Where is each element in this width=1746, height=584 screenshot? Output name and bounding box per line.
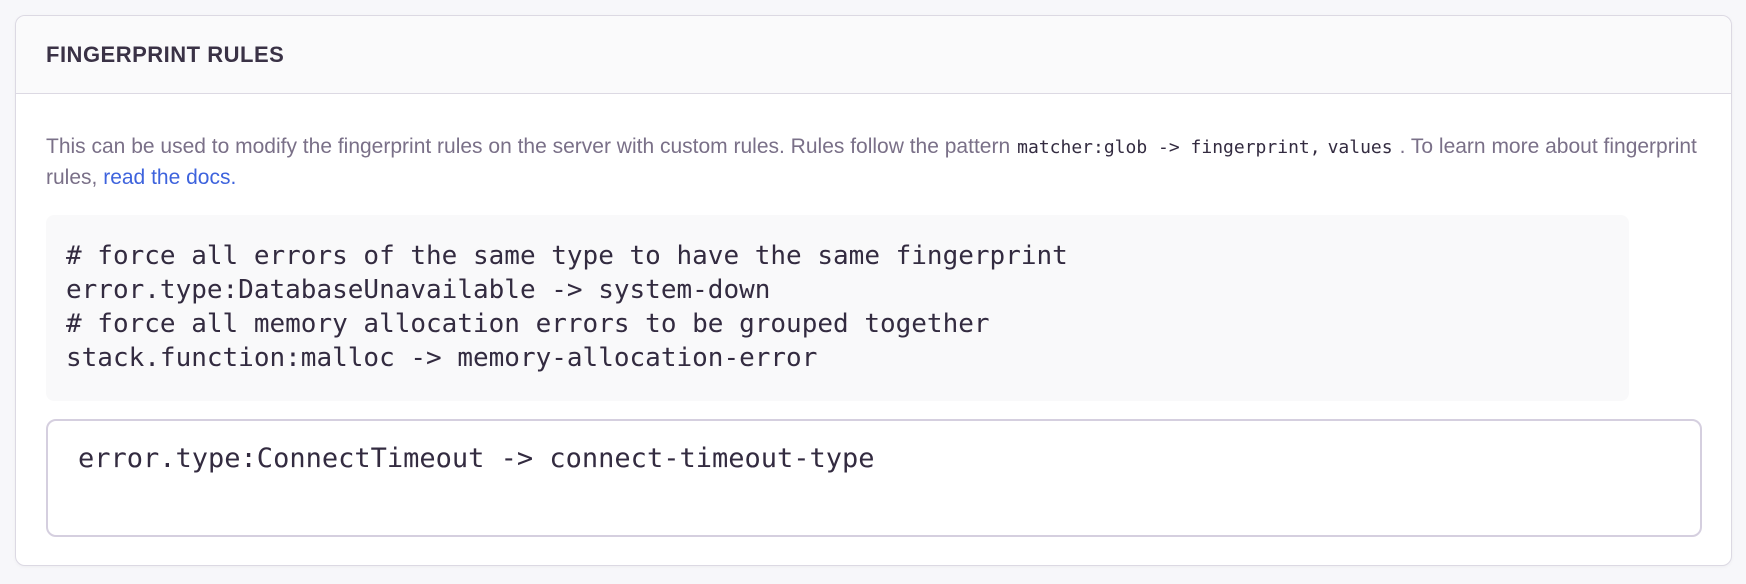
panel-header: FINGERPRINT RULES: [16, 16, 1731, 94]
fingerprint-rules-description: This can be used to modify the fingerpri…: [46, 132, 1701, 193]
fingerprint-rules-panel: FINGERPRINT RULES This can be used to mo…: [15, 15, 1732, 566]
panel-title: FINGERPRINT RULES: [46, 41, 285, 67]
read-the-docs-link[interactable]: read the docs.: [103, 166, 237, 189]
pattern-inline-code-2: values: [1327, 137, 1393, 158]
description-text-2: . To learn more about fingerprint rules,: [46, 135, 1697, 189]
description-text-1: This can be used to modify the fingerpri…: [46, 135, 1011, 158]
pattern-inline-code-1: matcher:glob -> fingerprint,: [1017, 137, 1321, 158]
fingerprint-rules-example-code: # force all errors of the same type to h…: [46, 215, 1629, 401]
fingerprint-rules-textarea[interactable]: error.type:ConnectTimeout -> connect-tim…: [46, 419, 1702, 537]
panel-body: This can be used to modify the fingerpri…: [16, 94, 1731, 567]
